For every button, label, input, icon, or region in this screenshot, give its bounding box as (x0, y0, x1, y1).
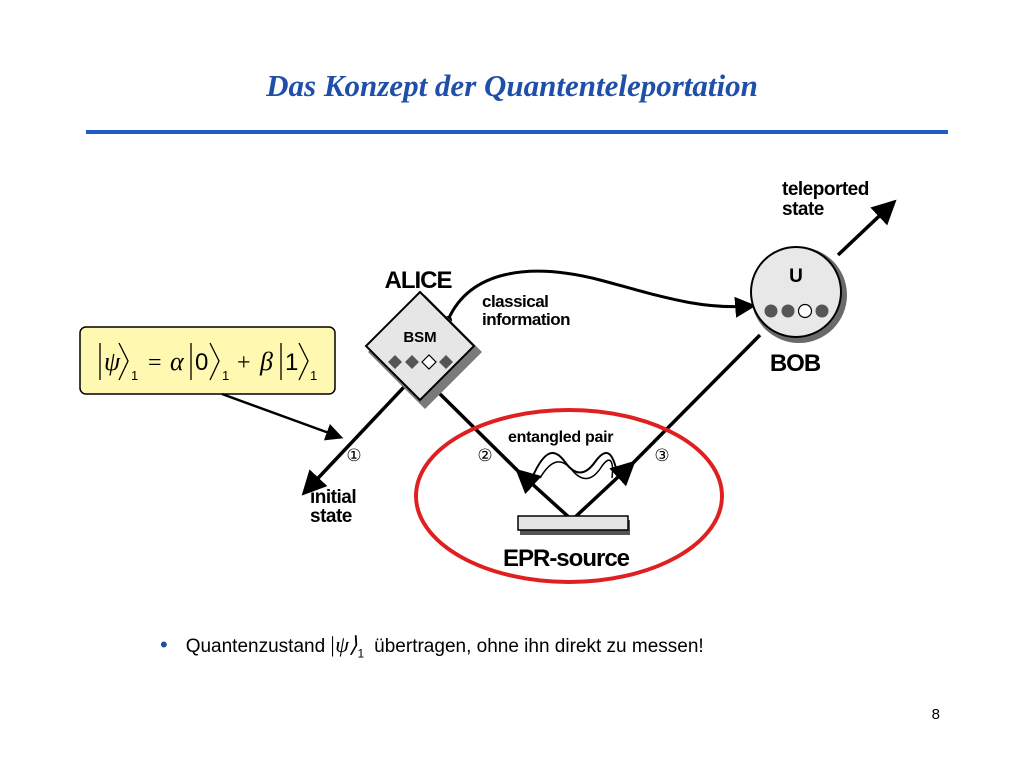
bullet-point: • Quantenzustand|ψ⟩1 übertragen, ohne ihn … (160, 632, 704, 660)
formula-plus: + (237, 350, 251, 376)
formula-zero: 0 (195, 349, 208, 376)
state-formula: ψ 1 = α 0 1 + β 1 1 (99, 342, 317, 383)
classical-info-label-2: information (482, 310, 570, 329)
bob-dot-1 (764, 304, 778, 318)
bsm-label: BSM (403, 329, 436, 346)
bullet-dot: • (160, 632, 168, 657)
state-formula-box (79, 326, 336, 395)
teleported-label-1: teleported (782, 179, 869, 200)
bullet-text-after: übertragen, ohne ihn direkt zu messen! (374, 636, 704, 657)
marker-2: ② (477, 446, 492, 466)
bsm-dot-2 (405, 355, 419, 369)
page-number: 8 (931, 706, 940, 723)
bob-dot-2 (781, 304, 795, 318)
bsm-dot-1 (388, 355, 402, 369)
formula-sub-3: 1 (310, 368, 317, 383)
formula-sub-1: 1 (131, 368, 138, 383)
bob-dot-4 (815, 304, 829, 318)
bullet-text-before: Quantenzustand (185, 636, 326, 657)
beam-3 (630, 333, 762, 466)
epr-to-alice-beam (515, 468, 574, 522)
entangled-pair-label: entangled pair (508, 429, 613, 446)
bob-sphere (750, 246, 842, 338)
beam-2 (436, 390, 521, 474)
epr-to-bob-beam (570, 460, 636, 522)
slide-title: Das Konzept der Quantenteleportation (266, 68, 758, 103)
teleported-label-2: state (782, 199, 824, 220)
bob-dot-3 (797, 303, 813, 319)
formula-beta: β (259, 347, 273, 376)
title-rule (86, 130, 948, 134)
state-pointer-line (221, 392, 344, 441)
formula-equals: = (148, 350, 162, 376)
initial-state-beam (301, 368, 422, 496)
bullet-ket: |ψ⟩1 (329, 632, 365, 661)
formula-psi: ψ (104, 347, 121, 376)
bullet-sub: 1 (357, 646, 365, 661)
initial-label-1: initial (310, 487, 356, 508)
marker-1: ① (346, 446, 361, 466)
bsm-dot-3 (421, 354, 437, 370)
marker-3: ③ (654, 446, 669, 466)
bob-label: BOB (770, 350, 821, 377)
alice-label: ALICE (385, 267, 453, 294)
formula-sub-2: 1 (222, 368, 229, 383)
epr-source-label: EPR-source (503, 545, 630, 572)
bullet-psi: ψ (335, 632, 349, 657)
unitary-label: U (789, 266, 803, 287)
epr-highlight-circle (414, 408, 724, 584)
epr-source-box (517, 515, 629, 531)
formula-alpha: α (170, 347, 185, 376)
classical-info-label-1: classical (482, 292, 548, 311)
teleported-state-beam (836, 199, 897, 257)
initial-label-2: state (310, 506, 352, 527)
formula-one: 1 (285, 349, 298, 376)
entanglement-wave-2 (539, 459, 614, 480)
classical-channel (446, 269, 757, 321)
entanglement-wave (531, 452, 619, 479)
bsm-diamond (364, 290, 476, 402)
bsm-dot-4 (439, 355, 453, 369)
